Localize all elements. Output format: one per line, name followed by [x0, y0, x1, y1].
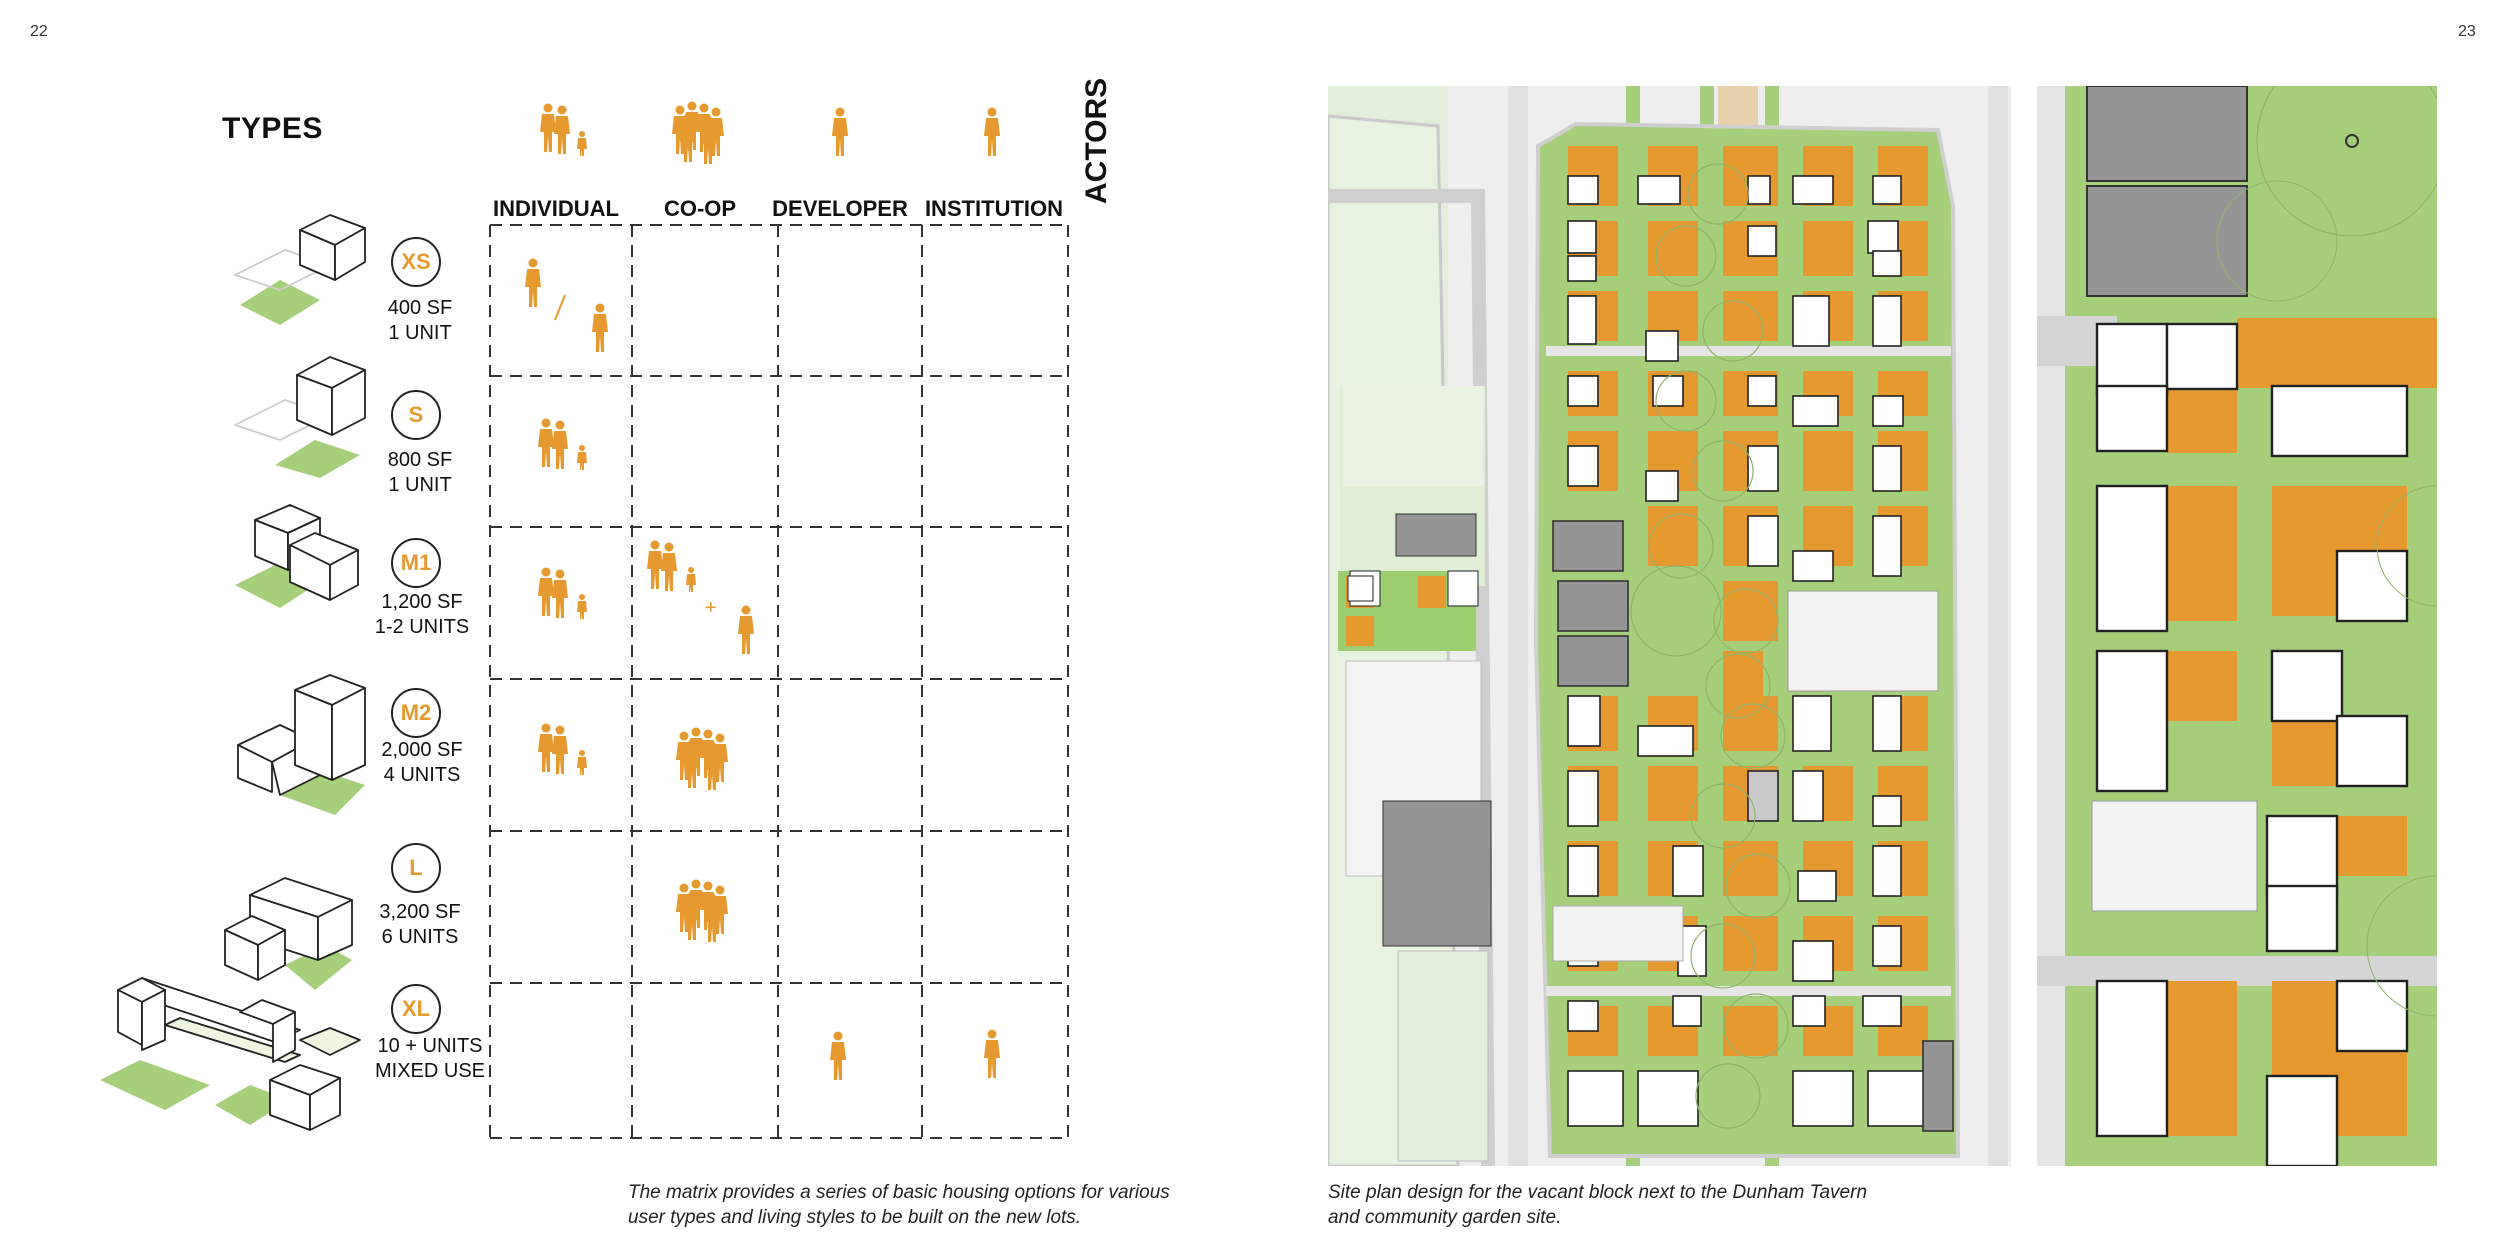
type-units: MIXED USE: [374, 1060, 486, 1082]
type-units: 1 UNIT: [388, 474, 452, 496]
xs-building-illustration: [234, 214, 366, 325]
type-desc-l: 3,200 SF 6 UNITS: [350, 900, 490, 950]
cell-m1-co-op: +: [647, 540, 754, 654]
m1-building-illustration: [235, 504, 359, 608]
type-desc-xl: 10 + UNITS MIXED USE: [360, 1034, 500, 1084]
grid-lines: [489, 224, 1069, 1139]
type-area: 400 SF: [387, 297, 453, 319]
l-building-illustration: [224, 877, 353, 990]
type-area: 2,000 SF: [381, 739, 463, 761]
type-units: 6 UNITS: [381, 926, 459, 948]
type-badge-l: L: [391, 843, 441, 893]
type-badge-m2: M2: [391, 688, 441, 738]
cell-xs-individual: [525, 258, 608, 352]
cell-xl-institution: [984, 1029, 1000, 1078]
caption-line: and community garden site.: [1328, 1207, 1562, 1228]
m2-building-illustration: [237, 674, 366, 815]
type-area: 3,200 SF: [379, 901, 461, 923]
matrix-caption: The matrix provides a series of basic ho…: [628, 1180, 1170, 1230]
cell-l-co-op: [676, 879, 728, 942]
type-desc-xs: 400 SF 1 UNIT: [350, 296, 490, 346]
s-building-illustration: [234, 356, 366, 478]
column-institution: INSTITUTION: [924, 196, 1064, 221]
site-plan-detail: [2037, 86, 2437, 1166]
type-desc-s: 800 SF 1 UNIT: [350, 448, 490, 498]
type-badge-xs: XS: [391, 237, 441, 287]
site-plan-caption: Site plan design for the vacant block ne…: [1328, 1180, 1867, 1230]
site-plan-overview: [1328, 86, 2011, 1166]
type-desc-m2: 2,000 SF 4 UNITS: [352, 738, 492, 788]
types-title: TYPES: [222, 112, 323, 145]
page-number-left: 22: [30, 23, 48, 40]
type-badge-m1: M1: [391, 538, 441, 588]
type-badge-xl: XL: [391, 984, 441, 1034]
cell-m2-co-op: [676, 727, 728, 790]
caption-line: Site plan design for the vacant block ne…: [1328, 1182, 1868, 1203]
svg-text:+: +: [705, 597, 717, 619]
page-number-right: 23: [2458, 23, 2476, 40]
type-area: 10 + UNITS: [377, 1035, 483, 1057]
type-area: 1,200 SF: [381, 591, 463, 613]
type-units: 1 UNIT: [388, 322, 452, 344]
type-units: 4 UNITS: [383, 764, 461, 786]
cell-m1-individual: [538, 567, 587, 619]
type-desc-m1: 1,200 SF 1-2 UNITS: [352, 590, 492, 640]
column-developer: DEVELOPER: [772, 196, 908, 221]
column-individual: INDIVIDUAL: [493, 196, 619, 221]
caption-line: user types and living styles to be built…: [628, 1207, 1082, 1228]
matrix-grid: +: [489, 224, 1069, 1139]
type-area: 800 SF: [387, 449, 453, 471]
type-badge-s: S: [391, 390, 441, 440]
caption-line: The matrix provides a series of basic ho…: [628, 1182, 1170, 1203]
cell-xl-developer: [830, 1031, 846, 1080]
cell-s-individual: [538, 418, 587, 470]
column-co-op: CO-OP: [663, 196, 737, 221]
cell-m2-individual: [538, 723, 587, 775]
type-units: 1-2 UNITS: [374, 616, 470, 638]
type-illustrations: [100, 214, 366, 1131]
xl-building-illustration: [100, 977, 361, 1131]
